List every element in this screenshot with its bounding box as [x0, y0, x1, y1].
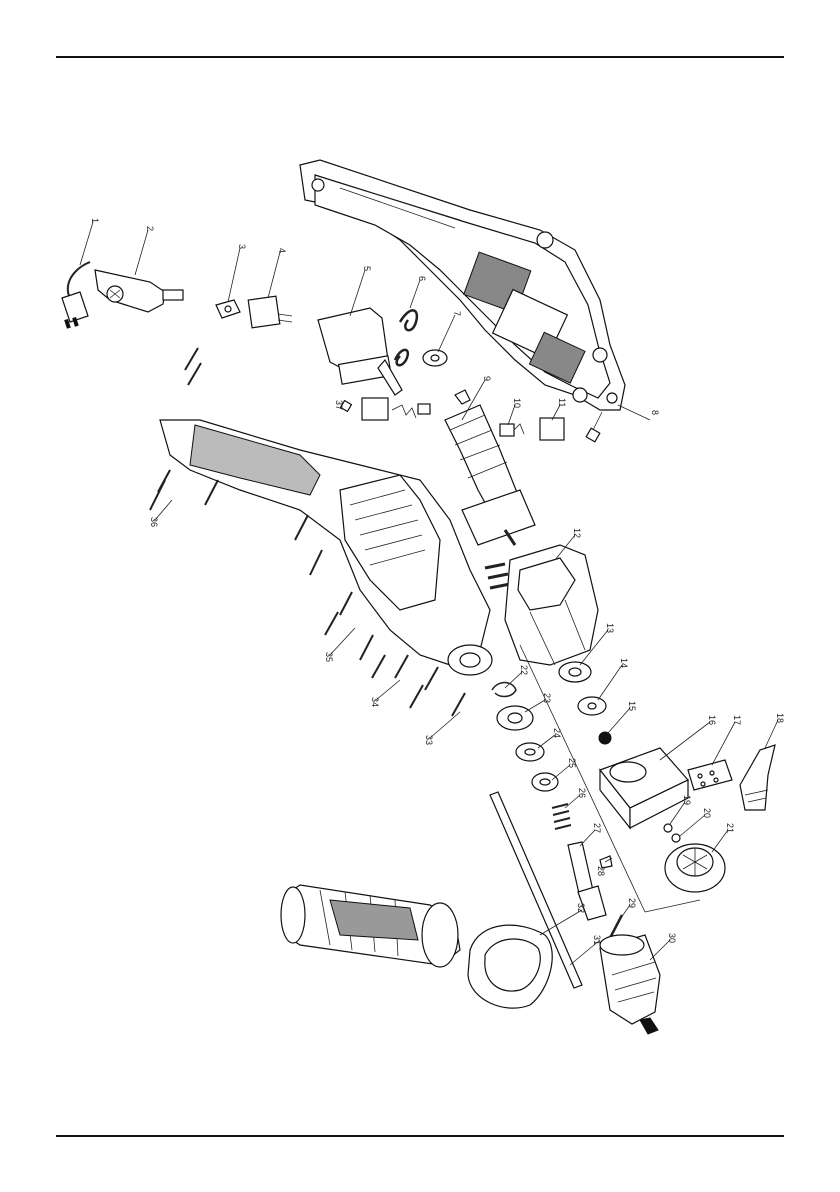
callout-15: 15	[627, 701, 637, 711]
callout-22: 22	[519, 665, 529, 675]
callout-21: 21	[725, 823, 735, 833]
armature	[445, 390, 535, 545]
screws-upper	[185, 348, 201, 385]
callout-13: 13	[605, 623, 615, 633]
callout-3: 3	[237, 244, 247, 249]
callout-20: 20	[702, 808, 712, 818]
callout-2: 2	[145, 226, 155, 231]
callout-7: 7	[452, 311, 462, 316]
power-cord	[62, 262, 90, 328]
callout-27: 27	[592, 823, 602, 833]
callout-37: 37	[334, 400, 344, 410]
callout-32: 32	[576, 903, 586, 913]
side-handle	[281, 885, 460, 967]
gear-box-cover	[600, 748, 688, 828]
callout-28: 28	[596, 866, 606, 876]
callout-31: 31	[592, 935, 602, 945]
washer-13	[559, 662, 591, 682]
bearing-23	[497, 706, 533, 730]
callout-12: 12	[572, 528, 582, 538]
callout-24: 24	[552, 728, 562, 738]
cord-guard	[95, 270, 183, 312]
callout-36: 36	[149, 517, 159, 527]
gear-21	[665, 844, 725, 892]
callout-19: 19	[682, 795, 692, 805]
selector-18	[740, 745, 775, 810]
callout-16: 16	[707, 715, 717, 725]
brush-holder-right	[500, 418, 600, 442]
callout-25: 25	[567, 758, 577, 768]
wire-leads	[395, 310, 417, 365]
balls-19-20	[664, 824, 680, 842]
callout-10: 10	[512, 398, 522, 408]
callout-1: 1	[90, 218, 100, 223]
callout-34: 34	[370, 697, 380, 707]
callout-18: 18	[775, 713, 785, 723]
capacitor	[248, 296, 292, 328]
circlip-22	[492, 683, 516, 697]
callout-30: 30	[667, 933, 677, 943]
callout-8: 8	[650, 410, 660, 415]
switch	[318, 308, 402, 395]
bearing-top	[423, 350, 447, 366]
housing-half-left	[160, 420, 492, 675]
callout-14: 14	[619, 658, 629, 668]
gear-15	[599, 732, 611, 744]
washer-14	[578, 697, 606, 715]
callout-5: 5	[362, 266, 372, 271]
field-coil-stator	[485, 545, 598, 665]
callout-4: 4	[277, 248, 287, 253]
drill-chuck	[600, 935, 660, 1034]
callout-17: 17	[732, 715, 742, 725]
callout-33: 33	[424, 735, 434, 745]
cord-clamp	[216, 300, 240, 318]
spring-26	[552, 804, 571, 829]
washer-24	[516, 743, 544, 761]
callout-6: 6	[417, 276, 427, 281]
callout-35: 35	[324, 652, 334, 662]
washer-25	[532, 773, 558, 791]
handle-clamp	[468, 925, 552, 1008]
callout-26: 26	[577, 788, 587, 798]
callout-11: 11	[557, 398, 567, 407]
callout-9: 9	[482, 376, 492, 381]
callout-23: 23	[542, 693, 552, 703]
brush-holder-left	[341, 398, 430, 420]
spindle-27	[568, 842, 606, 920]
plate-17	[688, 760, 732, 790]
callout-29: 29	[627, 898, 637, 908]
